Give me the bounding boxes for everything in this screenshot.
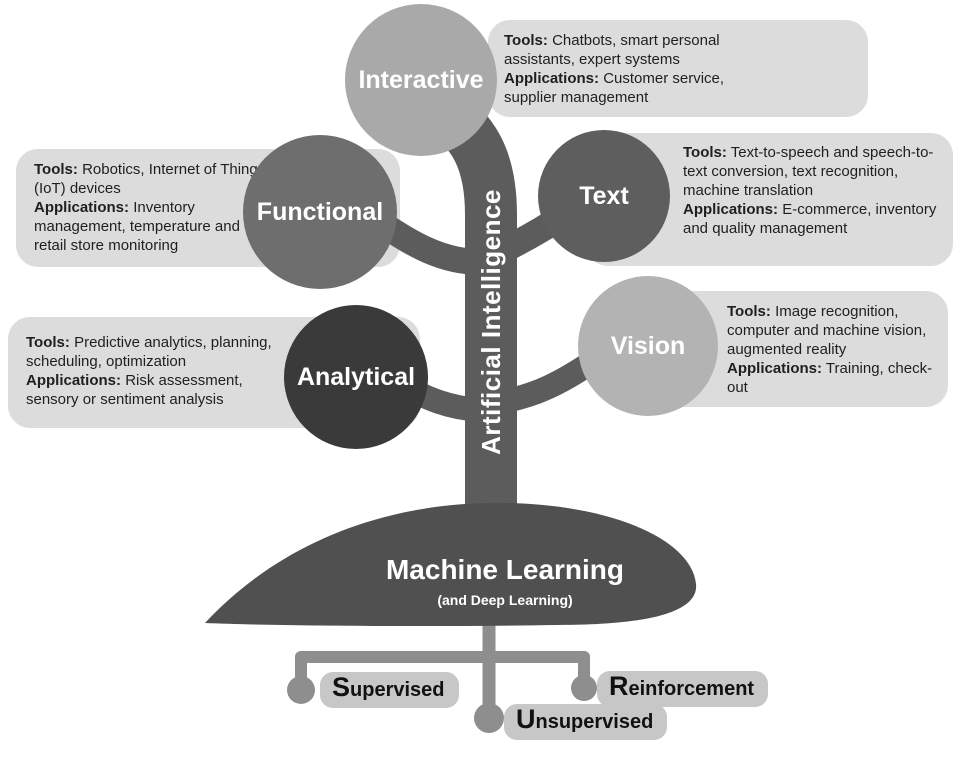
machine-learning-leaf [205,502,697,627]
applications-label: Applications: [683,201,779,218]
info-box-text-text: Tools: Text-to-speech and speech-to-text… [683,143,941,238]
node-dot-supervised [287,676,315,704]
tools-label: Tools: [34,161,78,178]
applications-label: Applications: [504,70,600,87]
applications-value: E-commerce, inventory and quality manage… [683,201,937,237]
applications-value: Customer service, supplier management [504,70,725,106]
learning-type-reinforcement-rest: einforcement [628,678,755,700]
tools-label: Tools: [727,303,771,320]
applications-label: Applications: [34,199,130,216]
branch-circle-functional: Functional [243,135,397,289]
applications-label: Applications: [26,372,122,389]
learning-type-supervised-initial: S [332,672,351,702]
info-box-functional-text: Tools: Robotics, Internet of Things (IoT… [34,160,272,255]
trunk-label: Artificial Intelligence [476,189,506,455]
applications-value: Training, check-out [727,360,933,396]
branch-label-analytical: Analytical [296,362,416,391]
learning-type-supervised-rest: upervised [350,679,445,701]
branch-circle-vision: Vision [578,276,718,416]
node-dot-unsupervised [474,703,504,733]
branch-label-functional: Functional [256,197,384,226]
applications-value: Inventory management, temperature and re… [34,199,240,254]
tools-value: Image recognition, computer and machine … [727,303,927,358]
branch-circle-interactive: Interactive [345,4,497,156]
tools-label: Tools: [683,144,727,161]
tools-value: Predictive analytics, planning, scheduli… [26,334,272,370]
machine-learning-title: Machine Learning [385,554,625,585]
branch-label-text: Text [579,181,629,210]
node-dot-reinforcement [571,675,597,701]
learning-type-unsupervised-rest: nsupervised [535,711,654,733]
info-box-vision-text: Tools: Image recognition, computer and m… [727,302,939,397]
info-box-interactive-text: Tools: Chatbots, smart personal assistan… [504,31,742,107]
tools-label: Tools: [504,32,548,49]
info-box-interactive: Tools: Chatbots, smart personal assistan… [488,20,868,117]
branch-label-interactive: Interactive [358,65,484,94]
learning-type-unsupervised-initial: U [516,704,536,734]
tools-label: Tools: [26,334,70,351]
tools-value: Chatbots, smart personal assistants, exp… [504,32,720,68]
machine-learning-subtitle: (and Deep Learning) [437,592,573,608]
branch-circle-text: Text [538,130,670,262]
applications-label: Applications: [727,360,823,377]
applications-value: Risk assessment, sensory or sentiment an… [26,372,243,408]
branch-label-vision: Vision [610,331,686,360]
branch-circle-analytical: Analytical [284,305,428,449]
tools-value: Text-to-speech and speech-to-text conver… [683,144,934,199]
learning-type-reinforcement-initial: R [609,671,629,701]
tools-value: Robotics, Internet of Things (IoT) devic… [34,161,266,197]
info-box-analytical-text: Tools: Predictive analytics, planning, s… [26,333,278,409]
